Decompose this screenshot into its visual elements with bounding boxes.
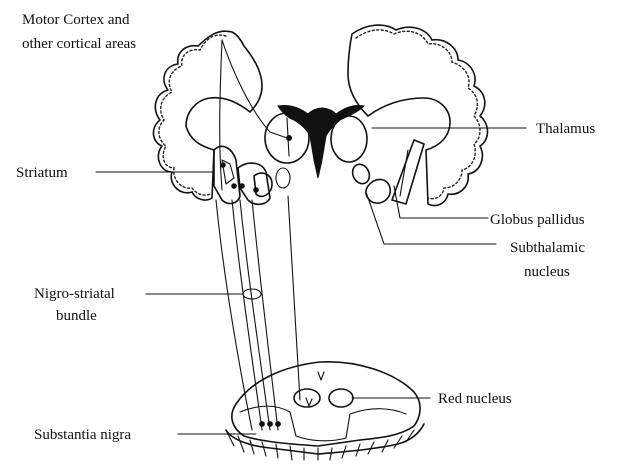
left-hemisphere <box>153 31 262 200</box>
label-globus-pallidus: Globus pallidus <box>490 212 585 228</box>
label-substantia-nigra: Substantia nigra <box>34 427 131 443</box>
label-red-nucleus: Red nucleus <box>438 391 512 407</box>
red-nucleus-right <box>329 389 353 407</box>
label-striatum: Striatum <box>16 165 68 181</box>
midbrain-section <box>226 362 424 460</box>
red-nucleus-left <box>294 389 320 407</box>
thalamus-right-oval <box>331 116 367 162</box>
label-nigro-striatal-2: bundle <box>56 308 97 324</box>
globus-pallidus-structure <box>350 140 424 204</box>
labels: Motor Cortex and other cortical areas St… <box>16 12 595 443</box>
label-subthalamic-1: Subthalamic <box>510 240 585 256</box>
fiber-tracts <box>216 40 300 430</box>
label-thalamus: Thalamus <box>536 121 595 137</box>
label-motor-cortex-2: other cortical areas <box>22 36 136 52</box>
thalamus-structure <box>265 105 367 178</box>
label-subthalamic-2: nucleus <box>524 264 570 280</box>
striatum-structure <box>214 146 290 204</box>
label-nigro-striatal-1: Nigro-striatal <box>34 286 115 302</box>
label-motor-cortex-1: Motor Cortex and <box>22 12 130 28</box>
leader-lines <box>96 128 526 434</box>
